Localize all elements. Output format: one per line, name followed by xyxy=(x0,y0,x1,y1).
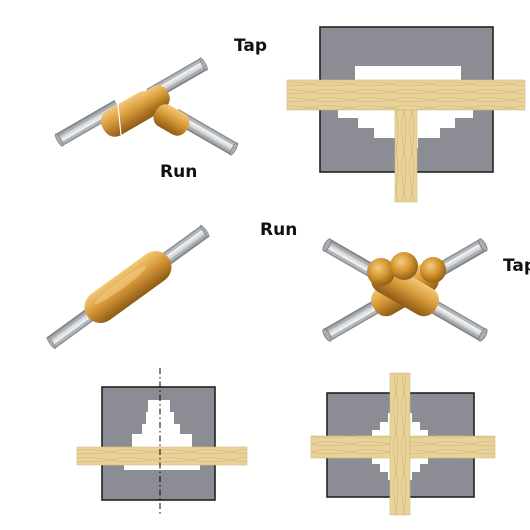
tee-run-label: Run xyxy=(160,162,198,182)
splice-die-cross-section xyxy=(76,368,248,516)
cross-connector-icon xyxy=(320,237,490,343)
tee-connector-icon xyxy=(53,56,240,157)
tee-die-cross-section xyxy=(286,26,526,203)
cross-run-label: Run xyxy=(260,220,298,240)
cross-die-cross-section xyxy=(310,372,496,516)
cross-tap-label: Tap xyxy=(503,258,530,275)
tee-tap-label: Tap xyxy=(234,36,268,56)
splice-sleeve-icon xyxy=(45,224,211,350)
